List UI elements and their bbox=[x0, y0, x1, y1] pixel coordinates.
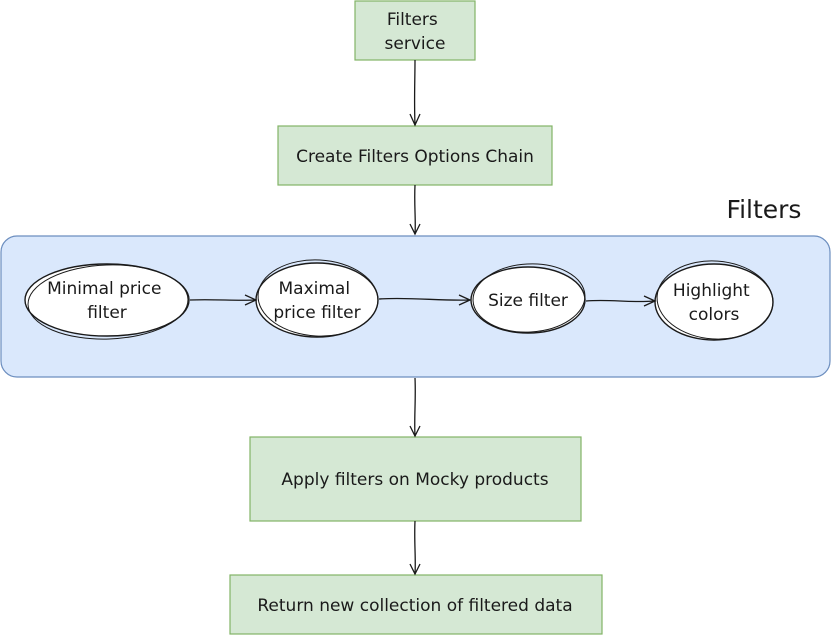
edge-chain-to-group[interactable] bbox=[409, 184, 421, 236]
node-apply-filters[interactable]: Apply filters on Mocky products bbox=[249, 436, 582, 522]
edge-group-to-apply[interactable] bbox=[409, 377, 421, 438]
node-create-chain-label: Create Filters Options Chain bbox=[296, 147, 534, 167]
filters-group-container[interactable] bbox=[0, 235, 831, 378]
node-maximal-price-label: Maximal price filter bbox=[273, 279, 360, 323]
node-size-filter-label: Size filter bbox=[488, 291, 568, 311]
edge-size-to-highlight[interactable] bbox=[585, 295, 657, 307]
node-create-filters-options-chain[interactable]: Create Filters Options Chain bbox=[277, 125, 553, 186]
node-highlight-colors[interactable]: Highlight colors bbox=[654, 257, 775, 343]
node-return-collection-label: Return new collection of filtered data bbox=[257, 596, 572, 616]
edge-max-to-size[interactable] bbox=[378, 294, 472, 306]
filters-group-title: Filters bbox=[727, 195, 802, 224]
node-minimal-price-filter[interactable]: Minimal price filter bbox=[24, 262, 190, 342]
edge-apply-to-return[interactable] bbox=[409, 520, 421, 576]
edge-service-to-chain[interactable] bbox=[409, 59, 421, 127]
node-highlight-colors-label: Highlight colors bbox=[673, 281, 755, 325]
node-filters-service[interactable]: Filters service bbox=[354, 0, 476, 61]
node-apply-filters-label: Apply filters on Mocky products bbox=[281, 470, 548, 490]
node-return-collection[interactable]: Return new collection of filtered data bbox=[229, 574, 603, 635]
node-minimal-price-label: Minimal price filter bbox=[47, 279, 167, 323]
node-maximal-price-filter[interactable]: Maximal price filter bbox=[255, 257, 380, 339]
node-filters-service-label: Filters service bbox=[385, 10, 446, 54]
edge-min-to-max[interactable] bbox=[189, 294, 258, 306]
